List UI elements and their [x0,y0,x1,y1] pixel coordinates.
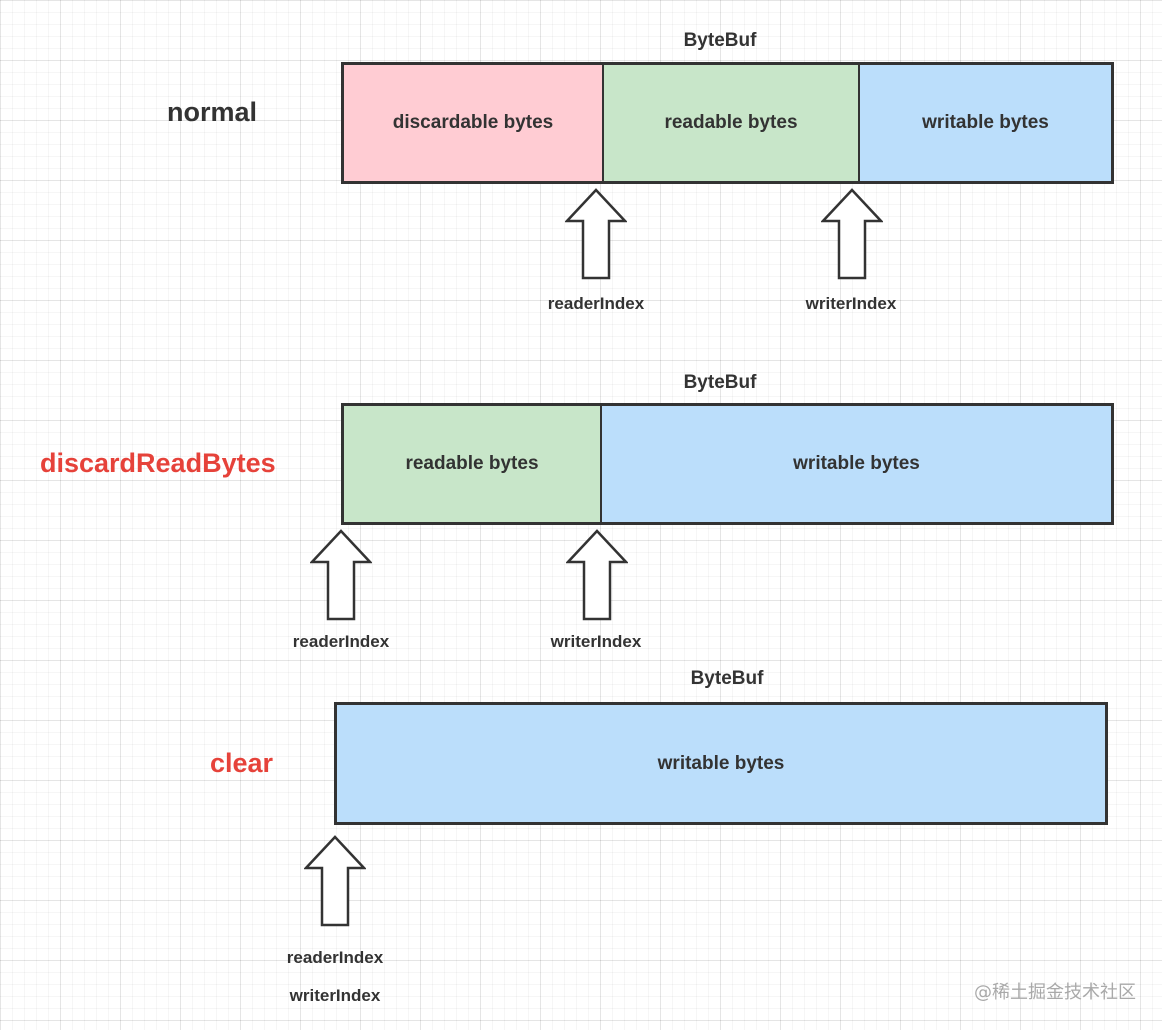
watermark: @稀土掘金技术社区 [974,982,1136,1003]
segment-writable-bytes: writable bytes [337,705,1105,822]
reader-index-label: readerIndex [547,294,645,313]
reader-index-label: readerIndex [292,632,390,651]
up-arrow-icon [304,835,366,927]
up-arrow-icon [310,529,372,621]
up-arrow-icon [566,529,628,621]
up-arrow-icon [821,188,883,280]
diagram-title: ByteBuf [683,372,757,393]
reader-index-label: readerIndex [286,948,384,967]
state-label-discard-read-bytes: discardReadBytes [40,448,276,478]
bytebuf-clear: writable bytes [334,702,1108,825]
segment-readable-bytes: readable bytes [602,65,858,181]
segment-discardable-bytes: discardable bytes [344,65,602,181]
segment-writable-bytes: writable bytes [858,65,1111,181]
writer-index-label: writerIndex [805,294,897,313]
bytebuf-discard-read-bytes: readable bytes writable bytes [341,403,1114,525]
diagram-title: ByteBuf [690,668,764,689]
writer-index-label: writerIndex [289,986,381,1005]
segment-writable-bytes: writable bytes [600,406,1111,522]
up-arrow-icon [565,188,627,280]
diagram-title: ByteBuf [683,30,757,51]
bytebuf-normal: discardable bytes readable bytes writabl… [341,62,1114,184]
state-label-clear: clear [210,748,274,778]
writer-index-label: writerIndex [550,632,642,651]
segment-readable-bytes: readable bytes [344,406,600,522]
state-label-normal: normal [167,97,258,127]
